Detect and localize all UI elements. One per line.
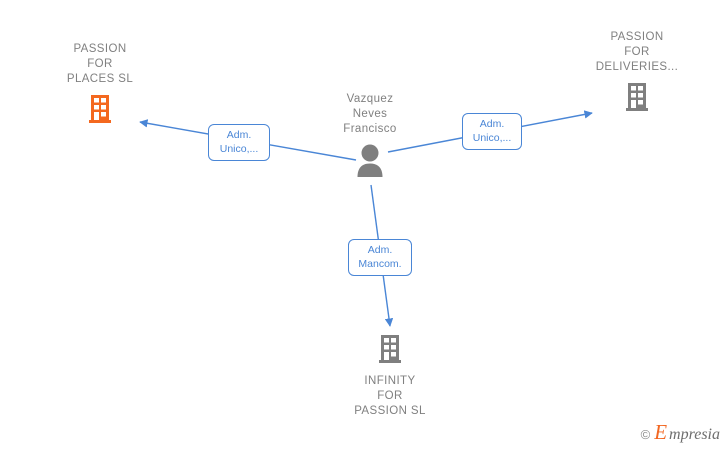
building-icon <box>376 333 404 368</box>
node-passion-for-deliveries[interactable]: PASSION FOR DELIVERIES... <box>562 30 712 116</box>
node-label-person: Vazquez Neves Francisco <box>343 93 397 135</box>
edge-label-adm-mancom[interactable]: Adm. Mancom. <box>348 239 412 276</box>
brand-initial: E <box>654 420 668 444</box>
node-passion-for-places[interactable]: PASSION FOR PLACES SL <box>25 42 175 128</box>
building-icon <box>623 81 651 116</box>
node-label-passion-for-places: PASSION FOR PLACES SL <box>66 43 134 85</box>
node-label-infinity-for-passion: INFINITY FOR PASSION SL <box>354 375 426 417</box>
building-icon <box>86 93 114 128</box>
node-infinity-for-passion[interactable]: INFINITY FOR PASSION SL <box>315 333 465 419</box>
node-person-vazquez-neves-francisco[interactable]: Vazquez Neves Francisco <box>295 92 445 182</box>
edge-label-adm-unico-left[interactable]: Adm. Unico,... <box>208 124 270 161</box>
node-label-passion-for-deliveries: PASSION FOR DELIVERIES... <box>595 31 679 73</box>
empresia-watermark: © E mpresia <box>640 420 720 444</box>
person-icon <box>355 143 385 182</box>
copyright-symbol: © <box>640 427 651 442</box>
edge-label-adm-unico-right[interactable]: Adm. Unico,... <box>462 113 522 150</box>
brand-name: mpresia <box>669 426 720 443</box>
